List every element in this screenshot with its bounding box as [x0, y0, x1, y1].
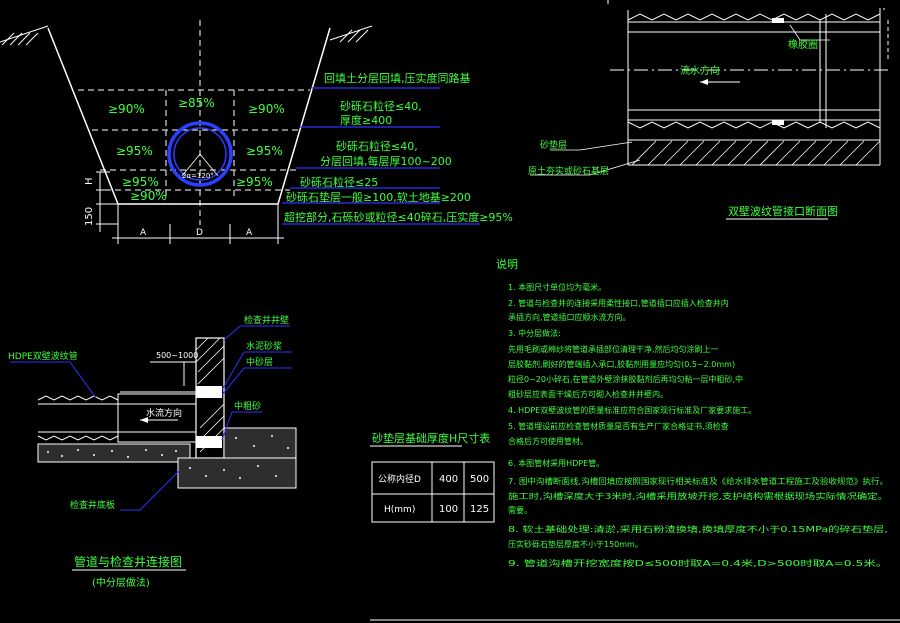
note-line-12: 6. 本图管材采用HDPE管。 [508, 458, 604, 468]
dim-d: D [196, 228, 203, 238]
bed-hatching [631, 140, 881, 166]
callout-manhole-wall: 检查井井壁 [244, 314, 289, 326]
note-line-3: 承插方向,管道插口应顺水流方向。 [508, 312, 631, 322]
connection-flow-label: 水流方向 [146, 407, 182, 419]
note-line-1: 1. 本图尺寸单位均为毫米。 [508, 282, 606, 292]
compaction-top: ≥85% [178, 96, 215, 110]
compaction-right-3: ≥95% [236, 175, 273, 189]
trench-section: 回填土分层回填,压实度同路基 砂砾石粒径≤40, 厚度≥400 砂砾石粒径≤40… [0, 20, 513, 244]
callout-medium-sand: 中砂层 [246, 356, 273, 368]
layer-label-backfill: 回填土分层回填,压实度同路基 [324, 71, 471, 85]
notes-heading: 说明 [496, 257, 518, 271]
compaction-right-1: ≥90% [248, 102, 285, 116]
note-line-15: 需要。 [508, 506, 532, 515]
dim-500-1000-label: 500~1000 [156, 351, 198, 360]
dim-a-right: A [246, 228, 253, 238]
compaction-left-2: ≥95% [116, 144, 153, 158]
note-line-6: 层胶黏剂,刷好的管端插入承口,胶黏剂用量应均匀(0.5~2.0mm) [508, 359, 735, 369]
manhole-footing [177, 457, 297, 489]
table-row2-label: H(mm) [384, 505, 415, 515]
note-line-16: 8. 软土基础处理:清淤,采用石粉渣换填,换填厚度不小于0.15MPa的碎石垫层… [508, 524, 888, 534]
table-row2-val1: 100 [439, 504, 458, 515]
table-row1-val1: 400 [439, 474, 458, 485]
table-title: 砂垫层基础厚度H尺寸表 [372, 431, 490, 445]
note-line-11: 合格后方可使用管材。 [508, 436, 588, 446]
sand-bed [37, 443, 191, 463]
hdpe-pipe-label: HDPE双壁波纹管 [8, 350, 78, 362]
joint-leaders [530, 24, 830, 176]
angle-line-right [199, 153, 219, 177]
manhole-callout-leaders [10, 325, 292, 511]
note-line-14: 施工时,沟槽深度大于3米时,沟槽采用放坡开挖,支护结构需根据现场实际情况确定。 [508, 491, 888, 501]
connection-flow-head [140, 417, 148, 423]
compaction-left-1: ≥90% [108, 102, 145, 116]
table-row1-label: 公称内径D [378, 473, 421, 485]
trench-outline [47, 27, 331, 205]
dimension-lines [96, 171, 284, 244]
bed-label: 原土夯实或砂石基层 [528, 165, 609, 177]
note-line-8: 粗砂层应表面干燥后方可砌入检查井井壁内。 [508, 389, 668, 399]
mortar-top [196, 386, 222, 398]
table-frame [371, 461, 495, 523]
layer-label-gravel-1: 砂砾石粒径≤40, [340, 99, 422, 113]
construction-notes: 说明 1. 本图尺寸单位均为毫米。 2. 管道与检查井的连接采用柔性接口,管道插… [496, 257, 888, 568]
dim-h-label: H [84, 177, 95, 185]
manhole-connection: 水流方向 500~1000 检查井井壁 水泥砂浆 中砂层 中粗砂 HDPE双壁波… [8, 314, 297, 589]
note-line-13: 7. 图中沟槽断面线,沟槽回填应按照国家现行相关标准及《给水排水管道工程施工及验… [508, 476, 888, 486]
note-line-2: 2. 管道与检查井的连接采用柔性接口,管道插口应插入检查井内 [508, 298, 729, 308]
sand-layer-label: 砂垫层 [540, 139, 567, 151]
joint-section-title: 双壁波纹管接口断面图 [728, 204, 838, 218]
manhole-base [223, 427, 297, 459]
layer-label-overexcavation: 超挖部分,石砾砂或粒径≤40碎石,压实度≥95% [284, 210, 513, 224]
table-row1-val2: 500 [470, 474, 489, 485]
connection-pipe [37, 391, 197, 443]
layer-label-gravel-25: 砂砾石粒径≤25 [300, 175, 378, 189]
layer-leader-lines [282, 87, 480, 225]
flow-arrow-head [700, 79, 708, 85]
rubber-ring-top [772, 18, 784, 23]
note-line-18: 9. 管道沟槽开挖宽度按D≤500时取A=0.4米,D>500时取A=0.5米。 [508, 558, 888, 568]
sand-cushion-table: 砂垫层基础厚度H尺寸表 公称内径D 400 500 H(mm) 100 125 [370, 431, 495, 523]
layer-label-gravel-2: 砂砾石粒径≤40, [336, 139, 418, 153]
table-row2-val2: 125 [470, 504, 489, 515]
dim-a-left: A [140, 228, 147, 238]
note-line-5: 先用毛刷或棉纱将管道承插部位清理干净,然后均匀涂刷上一 [508, 344, 719, 354]
callout-cement-mortar: 水泥砂浆 [246, 340, 282, 352]
layer-label-thickness: 厚度≥400 [340, 113, 392, 127]
note-line-4: 3. 中分层做法: [508, 328, 561, 338]
compaction-left-3: ≥95% [122, 175, 159, 189]
flow-direction-label: 流水方向 [680, 64, 720, 77]
footing-label: 检查井底板 [70, 499, 115, 511]
layer-label-cushion: 砂砾石垫层一般≥100,软土地基≥200 [286, 190, 471, 204]
connection-subtitle: (中分层做法) [92, 576, 150, 589]
mortar-bottom [196, 436, 222, 448]
gravel-dots [47, 435, 289, 479]
compaction-right-2: ≥95% [246, 144, 283, 158]
pipe-angle-label: 2α=120° [182, 172, 214, 180]
note-line-9: 4. HDPE双壁波纹管的质量标准应符合国家现行标准及厂家要求施工。 [508, 405, 756, 415]
ground-hatch-left [0, 25, 49, 46]
rubber-ring-bottom [772, 120, 784, 125]
note-line-17: 压实砂砾石垫层厚度不小于150mm。 [508, 539, 643, 549]
pipe-joint-section: 流水方向 橡胶圈 砂垫层 原土夯实或砂石基层 双壁波纹管接口断面图 [528, 8, 890, 220]
callout-coarse-sand: 中粗砂 [234, 400, 261, 412]
note-line-10: 5. 管道埋设前应检查管材质量是否有生产厂家合格证书,须检查 [508, 421, 729, 431]
pipe-circle-inner [173, 127, 227, 181]
compaction-left-4: ≥90% [130, 189, 167, 203]
connection-title: 管道与检查井连接图 [74, 554, 182, 569]
note-line-7: 粒径0~20小碎石,在管道外壁涂抹胶黏剂后再均匀粘一层中粗砂,中 [508, 374, 743, 384]
layer-label-layered: 分层回填,每层厚100~200 [320, 154, 452, 168]
corrugation-top [627, 8, 885, 166]
pipe-circle-outer [167, 121, 233, 187]
ground-hatch-right [329, 25, 373, 43]
rubber-ring-label: 橡胶圈 [788, 38, 818, 51]
dim-150-label: 150 [84, 207, 95, 226]
angle-line-left [181, 153, 201, 177]
